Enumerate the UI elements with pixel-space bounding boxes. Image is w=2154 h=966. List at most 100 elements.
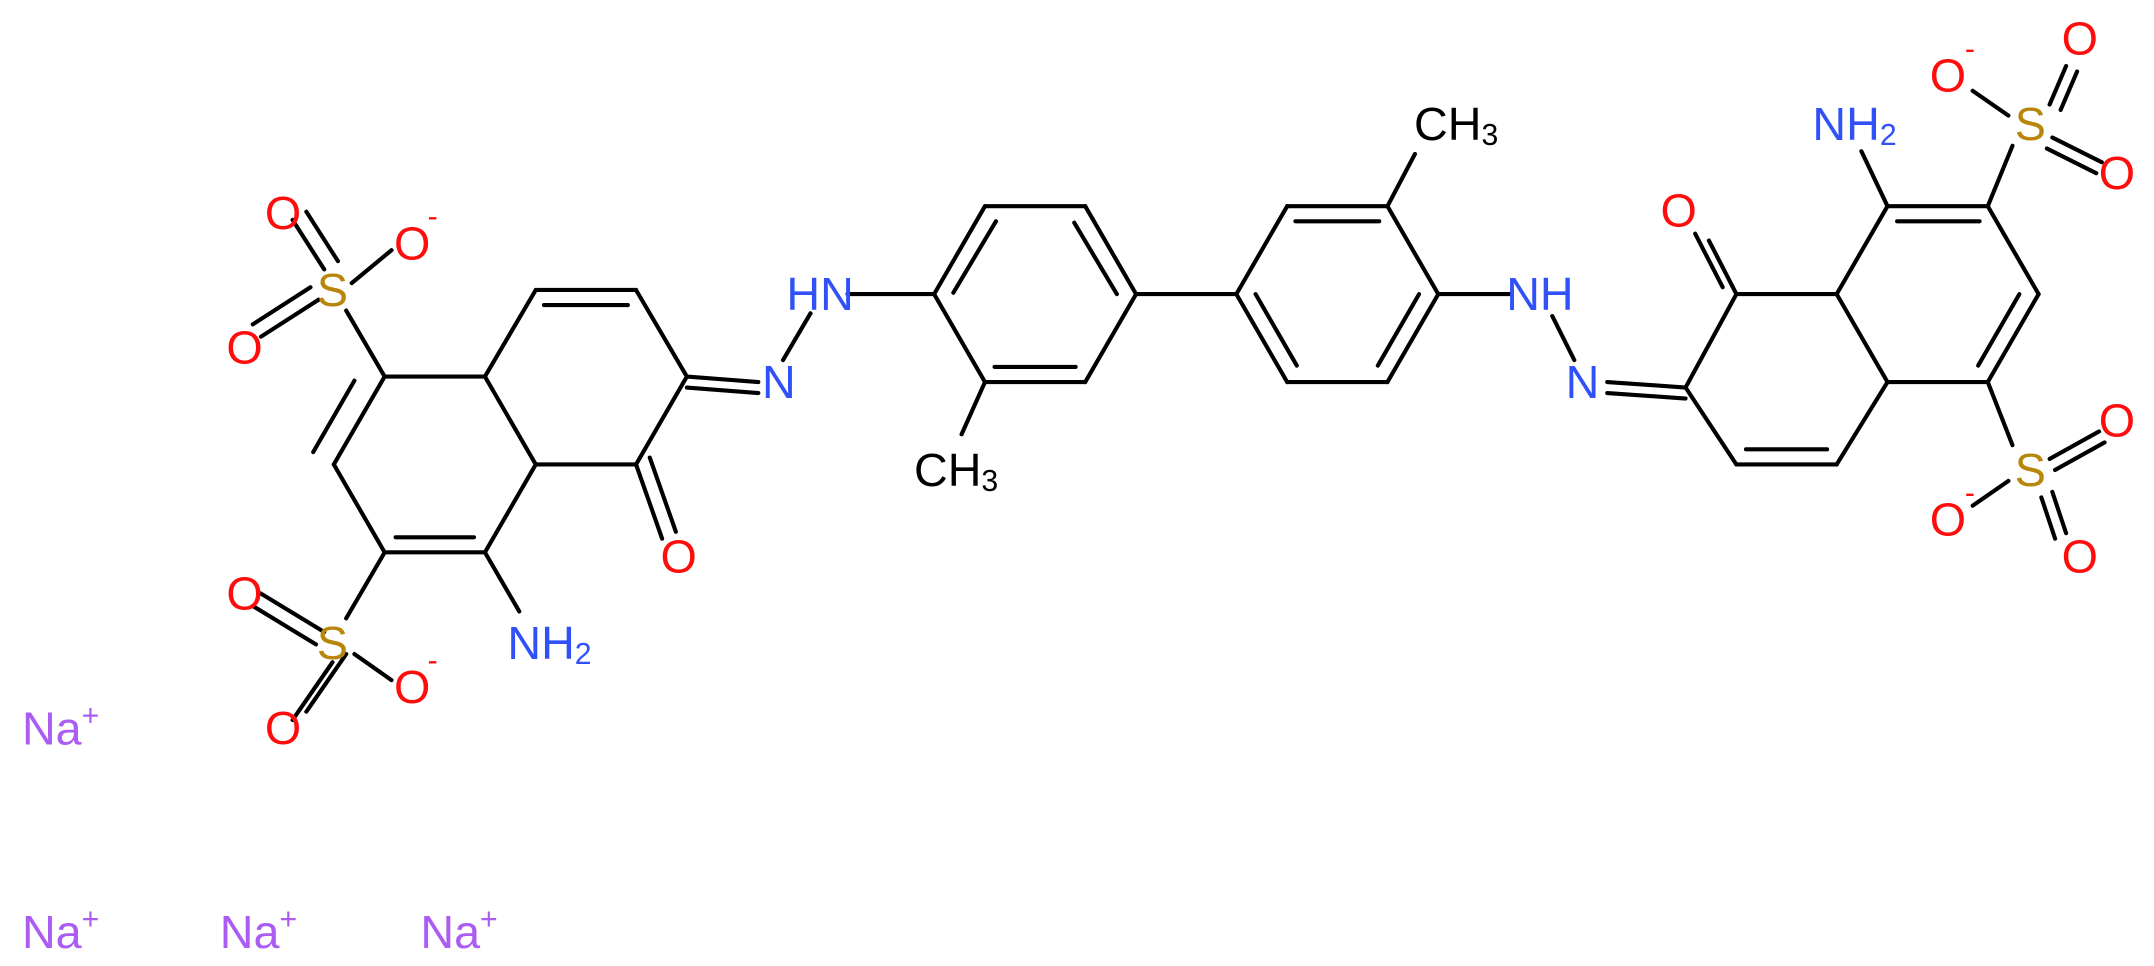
- bond-line: [250, 603, 319, 647]
- bond-line: [1985, 143, 2015, 209]
- left-bottom-sulfur-atom: S: [317, 617, 348, 669]
- bond-line: [352, 651, 394, 683]
- right-top-sulfonate-charge: -: [1965, 33, 1975, 66]
- bond-line: [1385, 204, 1441, 297]
- bond-line: [331, 462, 387, 555]
- sodium-ion-2: Na+: [22, 903, 99, 958]
- bond-line: [2039, 495, 2058, 541]
- left-amino-subscript: 2: [575, 638, 592, 671]
- bond-line: [780, 311, 813, 363]
- bond-line: [311, 378, 357, 455]
- bond-line: [1253, 292, 1299, 368]
- bond-line: [684, 385, 761, 396]
- bond-line: [1683, 385, 1739, 467]
- right-bottom-sulfonate-charge: -: [1965, 477, 1975, 510]
- right-amino-text: NH: [1812, 98, 1879, 150]
- bond-line: [1385, 151, 1417, 209]
- left-top-sulfonate-charge: -: [428, 201, 438, 234]
- left-top-sulfonate-oxygen-1: O: [265, 187, 301, 239]
- right-top-sulfonate-oxygen-1: O: [2062, 13, 2098, 65]
- left-bottom-sulfonate-oxygen-anion: O: [394, 661, 430, 713]
- left-top-sulfonate-oxygen-2: O: [226, 322, 262, 374]
- sodium-ion-1-charge: +: [82, 699, 100, 732]
- sodium-ion-4: Na+: [420, 903, 497, 958]
- bond-line: [1375, 292, 1422, 368]
- sodium-ion-4-symbol: Na: [420, 906, 480, 958]
- bond-line: [633, 374, 689, 467]
- sodium-ion-2-symbol: Na: [22, 906, 82, 958]
- bond-line: [1976, 292, 2022, 368]
- bond-line: [1550, 314, 1577, 363]
- right-azo-nitrogen: N: [1566, 356, 1600, 408]
- sodium-ion-3-charge: +: [279, 903, 297, 936]
- bond-line: [482, 287, 538, 379]
- bond-line: [1234, 292, 1290, 385]
- bond-line: [1605, 379, 1688, 390]
- right-carbonyl-oxygen: O: [1661, 184, 1697, 236]
- left-top-sulfonate-oxygen-anion: O: [394, 217, 430, 269]
- left-azo-nitrogen: N: [762, 356, 796, 408]
- right-top-sulfonate-group: O - O S O: [1930, 13, 2135, 200]
- bond-line: [633, 462, 665, 541]
- bond-line: [1683, 292, 1739, 390]
- bond-line: [1834, 204, 1890, 297]
- sodium-ion-2-charge: +: [82, 903, 100, 936]
- bond-line: [482, 462, 538, 555]
- left-top-sulfonate-group: O O S O -: [226, 187, 437, 374]
- bond-line: [1970, 478, 2011, 508]
- left-bottom-sulfonate-charge: -: [428, 644, 438, 677]
- right-methyl-text: CH: [1414, 98, 1481, 150]
- bond-line: [1072, 220, 1119, 297]
- bond-line: [932, 204, 988, 297]
- right-bottom-sulfonate-group: O S O - O: [1930, 394, 2135, 582]
- left-methyl-text: CH: [914, 444, 981, 496]
- bond-line: [290, 660, 335, 723]
- left-top-sulfur-atom: S: [317, 264, 348, 316]
- right-methyl-group: CH3: [1414, 98, 1498, 151]
- right-bottom-sulfonate-oxygen-anion: O: [1930, 493, 1966, 545]
- bond-line: [2044, 146, 2099, 176]
- left-methyl-group: CH3: [914, 444, 998, 497]
- left-amino-text: NH: [507, 617, 574, 669]
- bond-line: [349, 248, 394, 286]
- left-carbonyl-oxygen: O: [660, 530, 696, 582]
- bond-line: [1834, 379, 1890, 467]
- bond-line: [2050, 489, 2069, 536]
- left-bottom-sulfonate-oxygen-1: O: [226, 568, 262, 620]
- bond-line: [258, 297, 321, 339]
- right-top-sulfur-atom: S: [2015, 98, 2046, 150]
- bond-lines: [250, 64, 2107, 723]
- bond-line: [1693, 231, 1725, 290]
- bond-line: [290, 217, 327, 272]
- bond-line: [1234, 204, 1290, 297]
- sodium-ion-3-symbol: Na: [220, 906, 280, 958]
- sodium-ion-1-symbol: Na: [22, 703, 82, 755]
- bond-line: [647, 455, 678, 534]
- left-hydrazo-nh: HN: [786, 268, 853, 320]
- bond-line: [482, 374, 538, 467]
- bond-line: [932, 292, 988, 385]
- right-top-sulfonate-oxygen-anion: O: [1930, 50, 1966, 102]
- sodium-ion-3: Na+: [220, 903, 297, 958]
- bond-line: [1706, 238, 1739, 297]
- right-hydrazo-nh: NH: [1506, 268, 1573, 320]
- sodium-ion-1: Na+: [22, 699, 99, 754]
- bond-line: [1985, 379, 2015, 448]
- left-amino-group: NH2: [507, 617, 591, 670]
- bond-line: [633, 287, 689, 379]
- right-bottom-sulfonate-oxygen-1: O: [2099, 394, 2135, 446]
- right-amino-subscript: 2: [1880, 118, 1897, 151]
- bond-line: [2053, 440, 2107, 473]
- bond-line: [2050, 135, 2104, 165]
- bond-line: [1859, 149, 1890, 209]
- bond-line: [1985, 204, 2041, 297]
- right-bottom-sulfur-atom: S: [2015, 444, 2046, 496]
- bond-line: [1834, 292, 1890, 385]
- bond-line: [344, 308, 387, 379]
- bond-line: [951, 219, 999, 295]
- bond-line: [1985, 292, 2041, 385]
- bond-line: [2058, 69, 2080, 113]
- bond-line: [1970, 88, 2011, 118]
- sodium-ion-4-charge: +: [480, 903, 498, 936]
